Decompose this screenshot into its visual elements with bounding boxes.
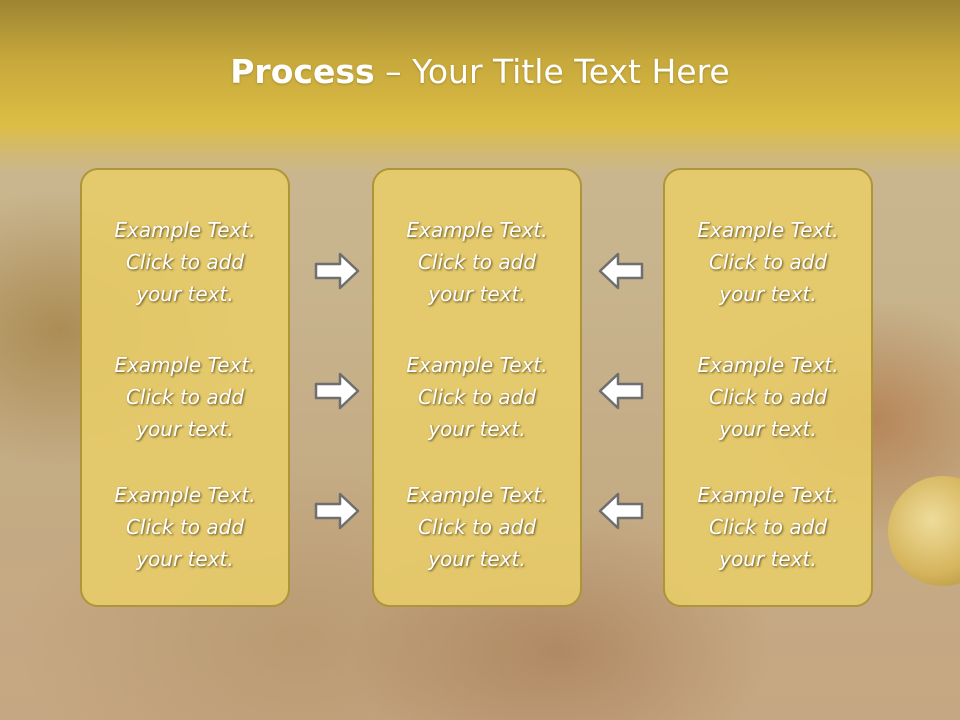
text-line: your text. xyxy=(136,417,234,441)
text-line: your text. xyxy=(136,282,234,306)
text-line: your text. xyxy=(428,417,526,441)
text-line: Example Text. xyxy=(697,483,839,507)
text-line: Click to add xyxy=(708,385,828,409)
text-line: Click to add xyxy=(417,385,537,409)
title-rest-text: – Your Title Text Here xyxy=(374,52,730,91)
process-panel-center[interactable]: Example Text. Click to add your text. Ex… xyxy=(372,168,582,607)
text-line: your text. xyxy=(719,282,817,306)
text-line: Click to add xyxy=(417,250,537,274)
text-line: Example Text. xyxy=(406,353,548,377)
panel-text-block[interactable]: Example Text. Click to add your text. xyxy=(665,214,871,310)
text-line: Click to add xyxy=(417,515,537,539)
panel-text-block[interactable]: Example Text. Click to add your text. xyxy=(665,349,871,445)
panel-text-block[interactable]: Example Text. Click to add your text. xyxy=(374,479,580,575)
text-line: Example Text. xyxy=(114,483,256,507)
text-line: Click to add xyxy=(708,250,828,274)
text-line: your text. xyxy=(428,282,526,306)
slide-title[interactable]: Process – Your Title Text Here xyxy=(0,52,960,91)
process-panel-right[interactable]: Example Text. Click to add your text. Ex… xyxy=(663,168,873,607)
arrow-right-icon[interactable] xyxy=(314,491,360,531)
text-line: your text. xyxy=(719,417,817,441)
panel-text-block[interactable]: Example Text. Click to add your text. xyxy=(374,214,580,310)
text-line: Example Text. xyxy=(697,353,839,377)
text-line: Click to add xyxy=(125,515,245,539)
arrow-right-icon[interactable] xyxy=(314,371,360,411)
text-line: your text. xyxy=(719,547,817,571)
arrow-left-icon[interactable] xyxy=(598,491,644,531)
panel-text-block[interactable]: Example Text. Click to add your text. xyxy=(82,214,288,310)
text-line: Example Text. xyxy=(114,353,256,377)
text-line: Click to add xyxy=(125,385,245,409)
arrow-left-icon[interactable] xyxy=(598,251,644,291)
text-line: Example Text. xyxy=(406,483,548,507)
text-line: Example Text. xyxy=(697,218,839,242)
text-line: your text. xyxy=(428,547,526,571)
title-bold-word: Process xyxy=(230,52,375,91)
text-line: Example Text. xyxy=(406,218,548,242)
panel-text-block[interactable]: Example Text. Click to add your text. xyxy=(665,479,871,575)
text-line: your text. xyxy=(136,547,234,571)
arrow-right-icon[interactable] xyxy=(314,251,360,291)
title-band xyxy=(0,0,960,175)
process-panel-left[interactable]: Example Text. Click to add your text. Ex… xyxy=(80,168,290,607)
panel-text-block[interactable]: Example Text. Click to add your text. xyxy=(82,349,288,445)
panel-text-block[interactable]: Example Text. Click to add your text. xyxy=(374,349,580,445)
text-line: Example Text. xyxy=(114,218,256,242)
text-line: Click to add xyxy=(708,515,828,539)
text-line: Click to add xyxy=(125,250,245,274)
panel-text-block[interactable]: Example Text. Click to add your text. xyxy=(82,479,288,575)
arrow-left-icon[interactable] xyxy=(598,371,644,411)
